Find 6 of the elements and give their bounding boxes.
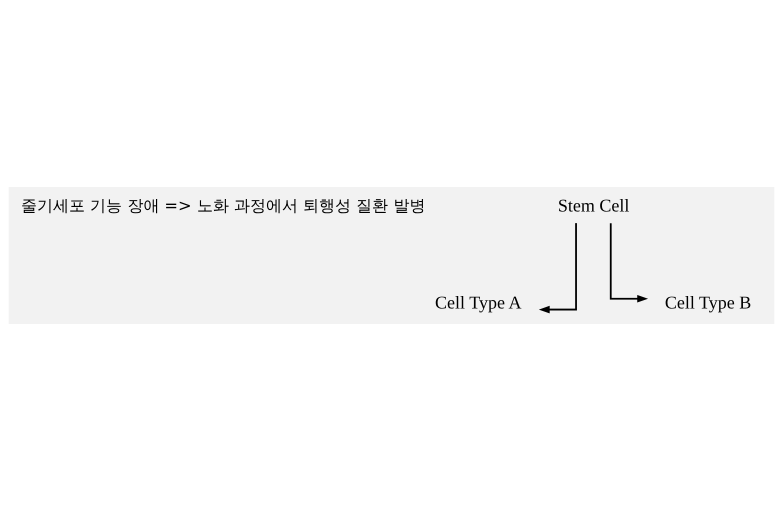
node-text: Cell Type B [664,292,752,312]
label: 줄기세포 기능 장애 => 노화 과정에서 퇴행성 질환 발병 [20,195,426,214]
node-text: Cell Type A [435,292,522,312]
arrow [538,222,577,313]
arrow [610,222,648,302]
node-text: Stem Cell [558,194,630,215]
